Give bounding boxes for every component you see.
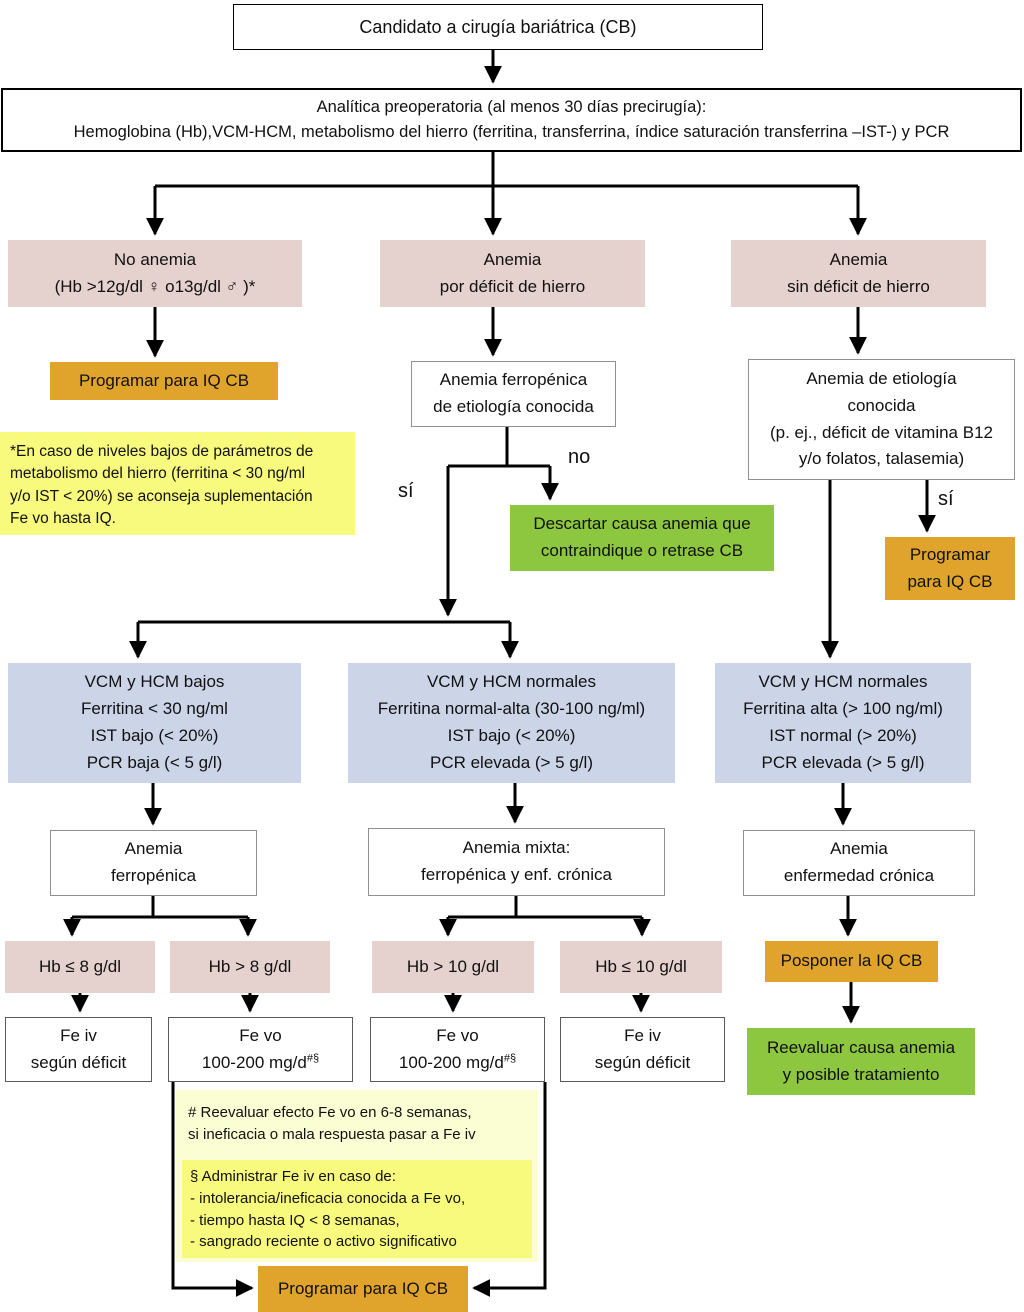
fe-vo-line2: 100-200 mg/d#§ [398,1051,517,1072]
fe-vo-line1: Fe vo [436,1025,479,1045]
node-reevaluar-causa-anemia: Reevaluar causa anemia y posible tratami… [747,1028,975,1095]
node-programar-iq-cb-1: Programar para IQ CB [50,362,278,400]
note-asterisco-suplementacion: *En caso de niveles bajos de parámetros … [0,432,355,535]
node-candidato-cb: Candidato a cirugía bariátrica (CB) [233,4,763,50]
edge-label-no: no [568,446,591,468]
fe-vo-footnote-marks: #§ [306,1051,320,1064]
note-hash-reevaluar: # Reevaluar efecto Fe vo en 6-8 semanas,… [180,1096,534,1156]
node-hb-le-8: Hb ≤ 8 g/dl [5,941,155,993]
node-hb-gt-10: Hb > 10 g/dl [372,941,534,993]
node-posponer-iq-cb: Posponer la IQ CB [765,941,938,982]
node-fe-vo-2: Fe vo 100-200 mg/d#§ [370,1017,545,1082]
node-analitica-preoperatoria: Analítica preoperatoria (al menos 30 día… [1,88,1022,152]
fe-vo-line2: 100-200 mg/d#§ [201,1051,320,1072]
node-descartar-causa-anemia: Descartar causa anemia que contraindique… [510,505,774,571]
note-section-fe-iv: § Administrar Fe iv en caso de: - intole… [182,1160,532,1258]
node-no-anemia: No anemia (Hb >12g/dl ♀ o13g/dl ♂ )* [8,240,302,307]
node-anemia-deficit-hierro: Anemia por déficit de hierro [380,240,645,307]
node-programar-iq-cb-3: Programar para IQ CB [258,1266,468,1312]
edge-label-si-left: sí [398,480,414,502]
node-fe-iv-2: Fe iv según déficit [560,1017,725,1082]
node-vcm-hcm-normales-mixta: VCM y HCM normales Ferritina normal-alta… [348,663,675,783]
node-vcm-hcm-normales-cronica: VCM y HCM normales Ferritina alta (> 100… [715,663,971,783]
fe-vo-line1: Fe vo [239,1025,282,1045]
edge-label-si-right: sí [938,488,954,510]
node-hb-le-10: Hb ≤ 10 g/dl [560,941,722,993]
node-anemia-enfermedad-cronica: Anemia enfermedad crónica [743,830,975,896]
node-anemia-ferropenica: Anemia ferropénica [50,830,257,896]
node-fe-iv-1: Fe iv según déficit [5,1017,152,1082]
node-anemia-mixta: Anemia mixta: ferropénica y enf. crónica [368,828,665,896]
node-hb-gt-8: Hb > 8 g/dl [170,941,330,993]
node-anemia-sin-deficit-hierro: Anemia sin déficit de hierro [731,240,986,307]
node-vcm-hcm-bajos: VCM y HCM bajos Ferritina < 30 ng/ml IST… [8,663,301,783]
node-programar-iq-cb-2: Programar para IQ CB [885,537,1015,600]
node-fe-vo-1: Fe vo 100-200 mg/d#§ [168,1017,353,1082]
node-anemia-etiologia-conocida: Anemia de etiología conocida (p. ej., dé… [748,359,1015,480]
node-anemia-ferropenica-etiologia-conocida: Anemia ferropénica de etiología conocida [411,361,616,427]
fe-vo-footnote-marks: #§ [503,1051,517,1064]
